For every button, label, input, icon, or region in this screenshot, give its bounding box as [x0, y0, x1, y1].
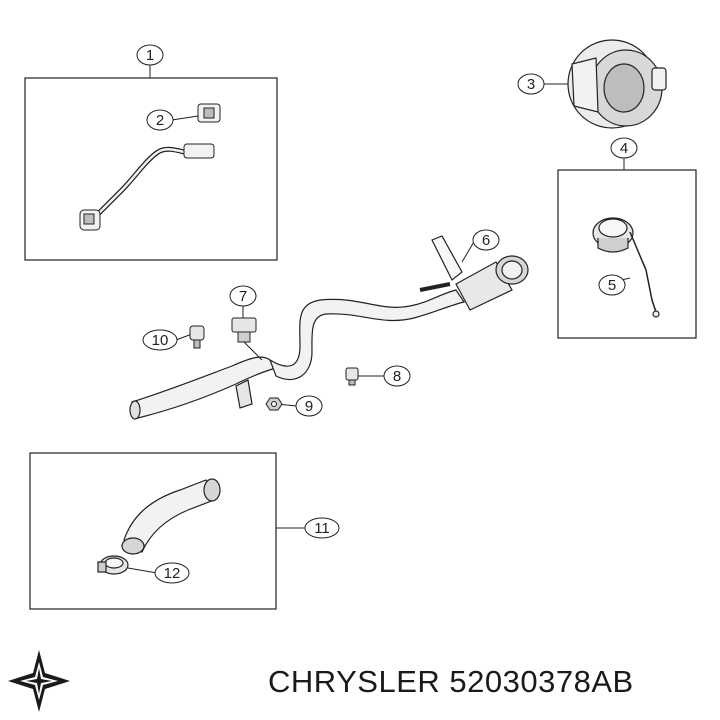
part-11-hose [121, 478, 221, 555]
callout-6-label: 6 [482, 232, 490, 249]
callout-4: 4 [610, 137, 638, 159]
brand-name: CHRYSLER [268, 664, 441, 699]
chrysler-star-icon [8, 650, 70, 712]
callout-11-label: 11 [314, 520, 330, 537]
callout-9-label: 9 [305, 398, 313, 415]
part-2-vent-hose [79, 103, 221, 231]
callout-1: 1 [136, 44, 164, 66]
callout-5-label: 5 [608, 277, 616, 294]
callout-12: 12 [154, 562, 190, 584]
callouts: 1 2 3 4 5 6 7 8 9 10 11 12 [136, 44, 638, 584]
part-number: 52030378AB [449, 664, 634, 699]
callout-8-label: 8 [393, 368, 401, 385]
callout-3-label: 3 [527, 76, 535, 93]
callout-9: 9 [295, 395, 323, 417]
callout-10-label: 10 [152, 332, 169, 349]
part-12-clamp [97, 555, 129, 575]
part-9-nut [265, 397, 283, 411]
callout-12-label: 12 [164, 565, 181, 582]
group-box-1 [24, 77, 278, 261]
filler-tube-assembly [129, 235, 529, 420]
callout-7: 7 [229, 285, 257, 307]
part-7-bracket [231, 317, 263, 361]
group-box-4 [557, 169, 697, 339]
group-box-11 [29, 452, 277, 610]
brand-part-label: CHRYSLER 52030378AB [268, 664, 634, 700]
callout-2-label: 2 [156, 112, 164, 129]
callout-4-label: 4 [620, 140, 628, 157]
part-3-fuel-door-housing [567, 39, 667, 129]
part-8-clip [345, 367, 359, 386]
callout-11: 11 [304, 517, 340, 539]
callout-7-label: 7 [239, 288, 247, 305]
callout-2: 2 [146, 109, 174, 131]
callout-1-label: 1 [146, 47, 154, 64]
callout-8: 8 [383, 365, 411, 387]
part-10-retainer [189, 325, 205, 349]
callout-10: 10 [142, 329, 178, 351]
callout-3: 3 [517, 73, 545, 95]
part-5-fuel-cap-tether [592, 217, 660, 318]
callout-6: 6 [472, 229, 500, 251]
callout-5: 5 [598, 274, 626, 296]
